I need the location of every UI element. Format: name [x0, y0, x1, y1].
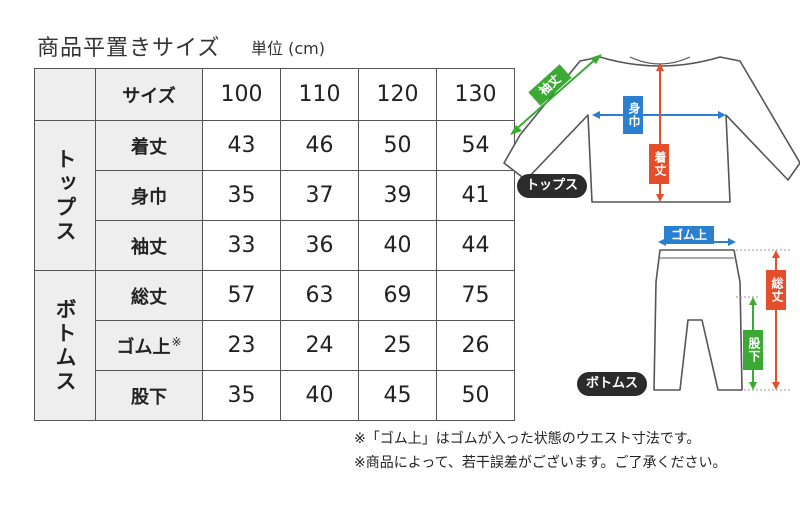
arrowhead	[718, 111, 726, 119]
page-title: 商品平置きサイズ	[37, 36, 221, 61]
table-row: トップス 着丈 43 46 50 54	[34, 120, 515, 271]
arrowhead	[749, 297, 757, 305]
tops-outline	[503, 56, 800, 203]
table-corner	[34, 68, 96, 121]
table-cell: 35	[202, 170, 281, 221]
table-cell: 25	[358, 320, 437, 371]
tops-diagram	[503, 54, 800, 203]
table-cell: 50	[358, 120, 437, 171]
group-label-tops: トップス	[34, 120, 96, 271]
row-label: 身巾	[95, 170, 203, 221]
size-header-120: 120	[358, 68, 437, 121]
table-cell: 36	[280, 220, 359, 271]
table-cell: 44	[436, 220, 515, 271]
table-row: ボトムス 総丈 57 63 69 75	[34, 270, 515, 421]
table-cell: 46	[280, 120, 359, 171]
table-cell: 33	[202, 220, 281, 271]
inseam-label: 股下	[743, 330, 763, 370]
row-label-text: ゴム上	[116, 336, 171, 358]
table-cell: 35	[202, 370, 281, 421]
width-label: 身巾	[623, 96, 643, 134]
table-cell: 40	[358, 220, 437, 271]
group-label-bottoms: ボトムス	[34, 270, 96, 421]
table-cell: 39	[358, 170, 437, 221]
waist-label: ゴム上	[664, 226, 714, 244]
row-label: 着丈	[95, 120, 203, 171]
tops-tag: トップス	[517, 174, 587, 198]
arrowhead	[510, 125, 522, 135]
arrowhead	[656, 194, 664, 202]
size-table: サイズ 100 110 120 130 トップス 着丈 43 46 50 54 …	[34, 68, 515, 421]
row-label: 袖丈	[95, 220, 203, 271]
arrowhead	[728, 238, 736, 246]
note-waist: ※「ゴム上」はゴムが入った状態のウエスト寸法です。	[354, 431, 701, 447]
size-header-100: 100	[202, 68, 281, 121]
table-row: 身巾 35 37 39 41	[35, 170, 515, 221]
total-label: 総丈	[766, 270, 786, 310]
size-header-110: 110	[280, 68, 359, 121]
table-cell: 45	[358, 370, 437, 421]
size-header-130: 130	[436, 68, 515, 121]
arrowhead	[590, 54, 602, 64]
unit-label: 単位 (cm)	[251, 39, 325, 58]
table-row: ゴム上※ 23 24 25 26	[35, 320, 515, 371]
arrowhead	[592, 111, 600, 119]
row-label: 総丈	[95, 270, 203, 321]
arrowhead	[656, 63, 664, 71]
table-cell: 40	[280, 370, 359, 421]
table-cell: 26	[436, 320, 515, 371]
bottoms-outline	[653, 249, 743, 391]
arrowhead	[772, 250, 780, 258]
table-cell: 23	[202, 320, 281, 371]
length-label: 着丈	[649, 144, 669, 184]
note-tolerance: ※商品によって、若干誤差がございます。ご了承ください。	[354, 455, 727, 471]
bottoms-diagram	[653, 238, 790, 391]
table-cell: 63	[280, 270, 359, 321]
note-mark: ※	[171, 334, 182, 349]
tops-collar	[629, 56, 691, 65]
table-cell: 69	[358, 270, 437, 321]
table-row: 袖丈 33 36 40 44	[35, 220, 515, 271]
table-cell: 50	[436, 370, 515, 421]
table-cell: 75	[436, 270, 515, 321]
row-label: 股下	[95, 370, 203, 421]
arrowhead	[772, 382, 780, 390]
table-row: 股下 35 40 45 50	[35, 370, 515, 421]
table-cell: 43	[202, 120, 281, 171]
bottoms-tag: ボトムス	[577, 372, 647, 396]
row-label-waist: ゴム上※	[95, 320, 203, 371]
table-cell: 54	[436, 120, 515, 171]
table-cell: 41	[436, 170, 515, 221]
sleeve-arrow	[513, 56, 599, 132]
size-header-label: サイズ	[95, 68, 203, 121]
arrowhead	[749, 382, 757, 390]
table-cell: 57	[202, 270, 281, 321]
table-cell: 37	[280, 170, 359, 221]
table-cell: 24	[280, 320, 359, 371]
